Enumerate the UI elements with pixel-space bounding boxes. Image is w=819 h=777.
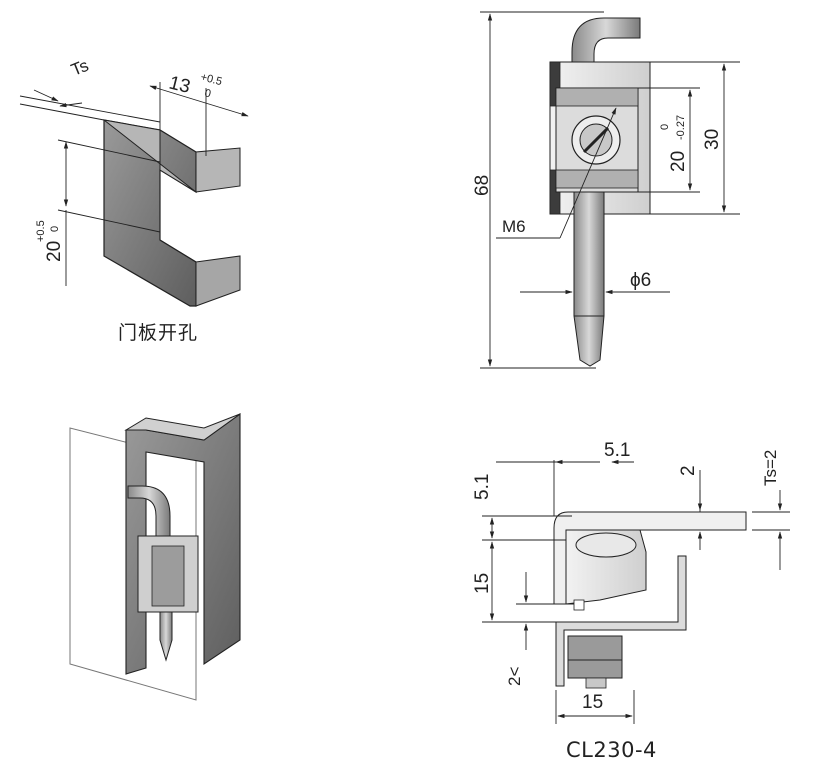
door-plate-lower-flange: [159, 239, 241, 307]
front-slot-label: 20: [668, 151, 689, 172]
cutout-width-tol-lower: 0: [203, 87, 212, 100]
cutout-view: Ts 13 +0.5 0 20 +0.5 0: [19, 56, 249, 307]
front-pin-diameter-label: ϕ6: [630, 270, 651, 291]
front-thread-label: M6: [502, 217, 526, 236]
front-height-label: 30: [702, 129, 723, 150]
cutout-ts-label: Ts: [68, 56, 91, 80]
side-ts-label: Ts=2: [761, 450, 780, 486]
side-nut: [567, 635, 623, 679]
cutout-width-label: 13: [167, 72, 193, 97]
assembly-lower-pin: [159, 611, 173, 662]
front-lower-pin: [573, 191, 605, 367]
side-view: 5.1 5.1 2 Ts=2 15 2< 15: [472, 440, 790, 724]
front-view: 68 30 20 0 -0.27 M6 ϕ6: [472, 11, 740, 369]
cutout-height-tol-upper: +0.5: [35, 220, 47, 242]
front-overall-label: 68: [472, 175, 493, 196]
side-bracket: [555, 555, 687, 687]
front-slot-tol-upper: 0: [659, 124, 671, 130]
model-caption: CL230-4: [566, 738, 657, 762]
side-gap-label: 2<: [505, 667, 524, 686]
assembly-pin-bend: [127, 485, 171, 537]
assembly-view: [69, 412, 241, 701]
side-top-thickness-label: 2: [678, 465, 699, 476]
cutout-caption: 门板开孔: [118, 322, 199, 344]
front-slot-tol-lower: -0.27: [675, 115, 687, 140]
side-horizontal-offset-label: 5.1: [604, 440, 630, 461]
cutout-height-tol-lower: 0: [49, 226, 61, 232]
cutout-height-label: 20: [44, 241, 65, 262]
side-top-offset-label: 5.1: [472, 474, 493, 500]
side-height-label: 15: [472, 573, 493, 594]
side-bottom-width-label: 15: [582, 692, 603, 713]
cutout-width-tol-upper: +0.5: [199, 71, 223, 88]
